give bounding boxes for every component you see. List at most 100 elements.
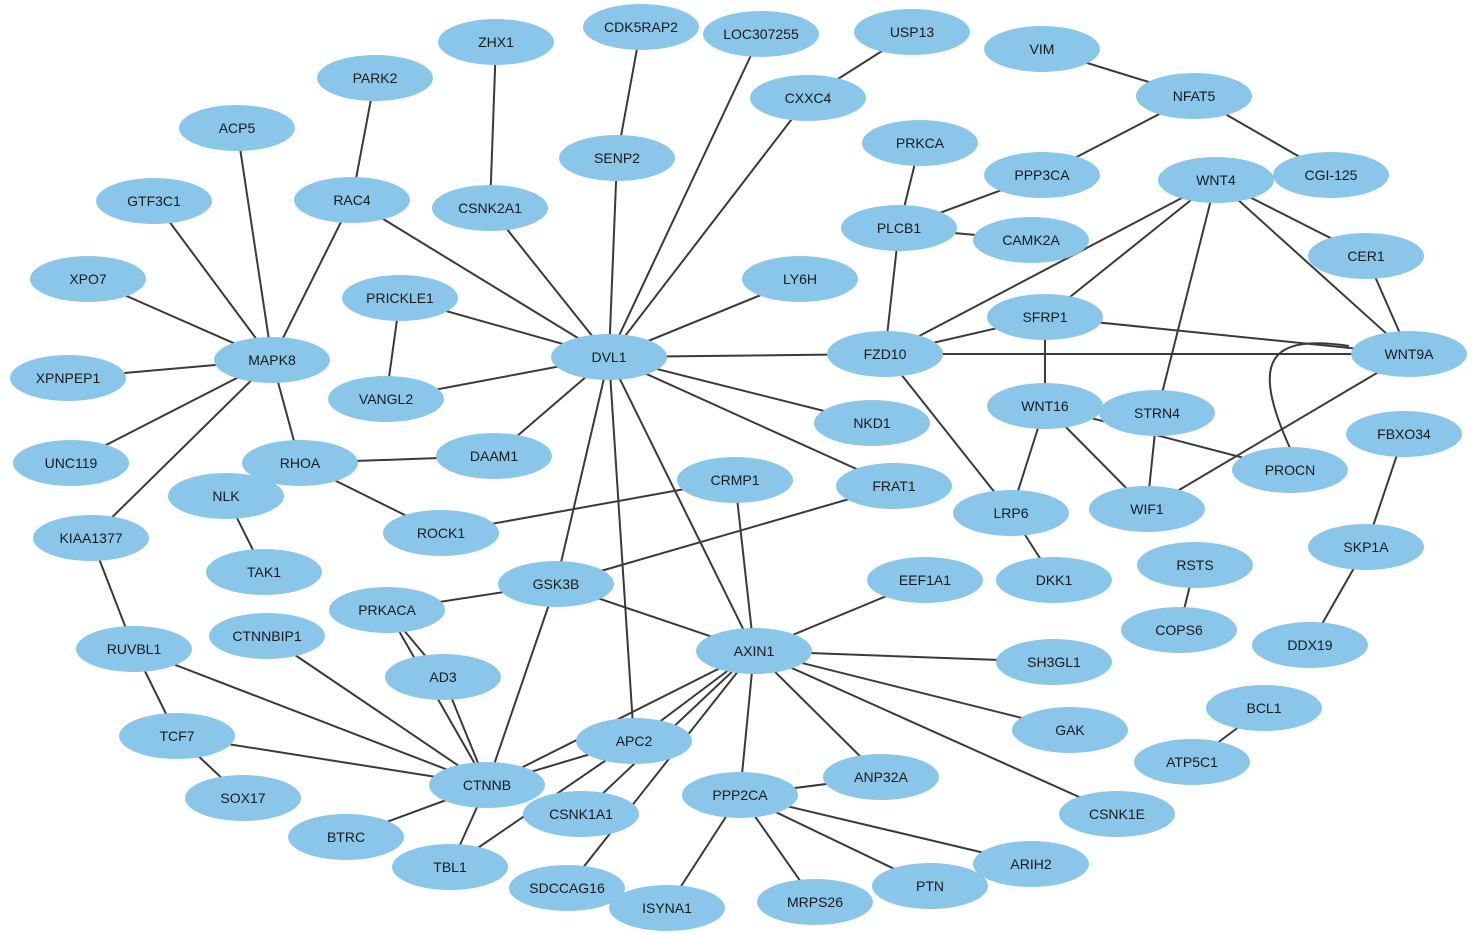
node-sh3gl1[interactable]: SH3GL1 <box>996 639 1112 685</box>
node-fbxo34[interactable]: FBXO34 <box>1346 411 1462 457</box>
node-ellipse[interactable] <box>436 433 552 479</box>
node-csnk1a1[interactable]: CSNK1A1 <box>523 791 639 837</box>
node-ellipse[interactable] <box>1273 152 1389 198</box>
node-kiaa1377[interactable]: KIAA1377 <box>33 515 149 561</box>
node-ppp3ca[interactable]: PPP3CA <box>984 152 1100 198</box>
node-ellipse[interactable] <box>1346 411 1462 457</box>
node-ddx19[interactable]: DDX19 <box>1252 622 1368 668</box>
node-strn4[interactable]: STRN4 <box>1099 390 1215 436</box>
node-ellipse[interactable] <box>119 713 235 759</box>
node-park2[interactable]: PARK2 <box>317 55 433 101</box>
node-ellipse[interactable] <box>242 440 358 486</box>
node-usp13[interactable]: USP13 <box>854 9 970 55</box>
node-wnt9a[interactable]: WNT9A <box>1351 331 1467 377</box>
node-ellipse[interactable] <box>609 885 725 931</box>
node-rsts[interactable]: RSTS <box>1137 542 1253 588</box>
node-senp2[interactable]: SENP2 <box>559 135 675 181</box>
node-ellipse[interactable] <box>973 841 1089 887</box>
node-ellipse[interactable] <box>1351 331 1467 377</box>
node-ellipse[interactable] <box>168 473 284 519</box>
node-vim[interactable]: VIM <box>984 26 1100 72</box>
node-skp1a[interactable]: SKP1A <box>1308 524 1424 570</box>
node-crmp1[interactable]: CRMP1 <box>677 457 793 503</box>
node-ellipse[interactable] <box>294 177 410 223</box>
node-ellipse[interactable] <box>996 639 1112 685</box>
node-ellipse[interactable] <box>742 256 858 302</box>
node-ellipse[interactable] <box>854 9 970 55</box>
node-sfrp1[interactable]: SFRP1 <box>987 294 1103 340</box>
node-cgi-125[interactable]: CGI-125 <box>1273 152 1389 198</box>
node-ellipse[interactable] <box>1136 73 1252 119</box>
node-ellipse[interactable] <box>696 628 812 674</box>
node-nfat5[interactable]: NFAT5 <box>1136 73 1252 119</box>
node-apc2[interactable]: APC2 <box>576 718 692 764</box>
node-ellipse[interactable] <box>757 879 873 925</box>
node-ellipse[interactable] <box>1099 390 1215 436</box>
node-prkaca[interactable]: PRKACA <box>329 587 445 633</box>
node-unc119[interactable]: UNC119 <box>13 440 129 486</box>
node-tak1[interactable]: TAK1 <box>206 549 322 595</box>
node-ellipse[interactable] <box>987 294 1103 340</box>
node-ellipse[interactable] <box>317 55 433 101</box>
node-ellipse[interactable] <box>827 331 943 377</box>
node-ellipse[interactable] <box>1252 622 1368 668</box>
node-sdccag16[interactable]: SDCCAG16 <box>509 865 625 911</box>
node-cops6[interactable]: COPS6 <box>1121 607 1237 653</box>
node-camk2a[interactable]: CAMK2A <box>973 217 1089 263</box>
node-ellipse[interactable] <box>329 587 445 633</box>
node-cxxc4[interactable]: CXXC4 <box>750 75 866 121</box>
node-ctnnb[interactable]: CTNNB <box>429 762 545 808</box>
node-ellipse[interactable] <box>179 105 295 151</box>
node-ellipse[interactable] <box>432 185 548 231</box>
node-ellipse[interactable] <box>1137 542 1253 588</box>
node-eef1a1[interactable]: EEF1A1 <box>867 557 983 603</box>
node-anp32a[interactable]: ANP32A <box>823 754 939 800</box>
node-ellipse[interactable] <box>862 120 978 166</box>
node-ellipse[interactable] <box>987 383 1103 429</box>
node-rac4[interactable]: RAC4 <box>294 177 410 223</box>
node-sox17[interactable]: SOX17 <box>185 775 301 821</box>
node-mapk8[interactable]: MAPK8 <box>214 337 330 383</box>
node-ad3[interactable]: AD3 <box>385 654 501 700</box>
node-prickle1[interactable]: PRICKLE1 <box>342 275 458 321</box>
node-ellipse[interactable] <box>814 400 930 446</box>
node-ellipse[interactable] <box>677 457 793 503</box>
node-ellipse[interactable] <box>1158 157 1274 203</box>
node-btrc[interactable]: BTRC <box>288 814 404 860</box>
node-ellipse[interactable] <box>1012 707 1128 753</box>
node-ellipse[interactable] <box>551 334 667 380</box>
node-ellipse[interactable] <box>523 791 639 837</box>
node-ellipse[interactable] <box>1308 524 1424 570</box>
node-ellipse[interactable] <box>576 718 692 764</box>
node-ellipse[interactable] <box>33 515 149 561</box>
node-procn[interactable]: PROCN <box>1232 447 1348 493</box>
node-csnk2a1[interactable]: CSNK2A1 <box>432 185 548 231</box>
node-ellipse[interactable] <box>328 376 444 422</box>
node-daam1[interactable]: DAAM1 <box>436 433 552 479</box>
node-frat1[interactable]: FRAT1 <box>836 463 952 509</box>
node-ellipse[interactable] <box>1232 447 1348 493</box>
node-ellipse[interactable] <box>1308 233 1424 279</box>
node-ellipse[interactable] <box>559 135 675 181</box>
node-ellipse[interactable] <box>209 613 325 659</box>
node-ellipse[interactable] <box>96 178 212 224</box>
node-tcf7[interactable]: TCF7 <box>119 713 235 759</box>
node-ellipse[interactable] <box>383 510 499 556</box>
node-ellipse[interactable] <box>682 772 798 818</box>
node-isyna1[interactable]: ISYNA1 <box>609 885 725 931</box>
node-ellipse[interactable] <box>583 4 699 50</box>
node-fzd10[interactable]: FZD10 <box>827 331 943 377</box>
node-ellipse[interactable] <box>288 814 404 860</box>
node-zhx1[interactable]: ZHX1 <box>438 19 554 65</box>
node-ellipse[interactable] <box>1059 791 1175 837</box>
node-ellipse[interactable] <box>1089 486 1205 532</box>
node-ellipse[interactable] <box>385 654 501 700</box>
node-rock1[interactable]: ROCK1 <box>383 510 499 556</box>
node-wnt4[interactable]: WNT4 <box>1158 157 1274 203</box>
node-vangl2[interactable]: VANGL2 <box>328 376 444 422</box>
node-nkd1[interactable]: NKD1 <box>814 400 930 446</box>
node-cer1[interactable]: CER1 <box>1308 233 1424 279</box>
node-wnt16[interactable]: WNT16 <box>987 383 1103 429</box>
node-dkk1[interactable]: DKK1 <box>996 557 1112 603</box>
node-ptn[interactable]: PTN <box>872 863 988 909</box>
